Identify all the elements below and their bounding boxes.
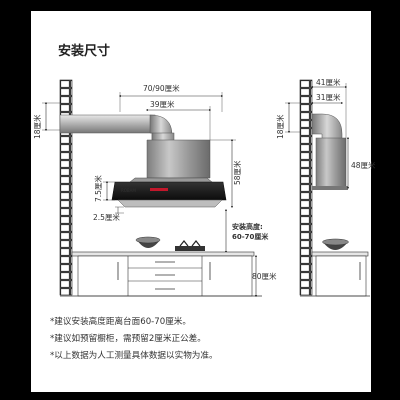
burner-flame-grate [179, 240, 201, 247]
dim-width-inner-label: 39厘米 [150, 99, 175, 109]
stove-burners [175, 246, 205, 251]
note-item: *以上数据为人工测量具体数据以实物为准。 [50, 351, 218, 361]
side-wok-rim [322, 238, 349, 246]
dim-side-inner-label: 31厘米 [316, 92, 341, 102]
side-countertop [311, 251, 369, 257]
dim-side-hood-label: 48厘米 [351, 160, 376, 170]
wok-rim [135, 236, 161, 244]
dim-panel-depth-label: 2.5厘米 [93, 212, 120, 222]
note-item: *建议如预留橱柜，需预留2厘米正公差。 [50, 334, 206, 344]
install-height-label-1: 安装高度: [232, 222, 263, 231]
page-title: 安装尺寸 [58, 44, 111, 59]
dim-side-height-label: 18厘米 [275, 114, 285, 139]
left-brick-wall [59, 79, 73, 296]
side-brick-wall [299, 79, 313, 296]
ceiling-duct-horizontal [59, 114, 156, 134]
side-cabinet [315, 255, 367, 297]
dim-counter-height-label: 80厘米 [252, 271, 277, 281]
notes-list: *建议安装高度距离台面60-70厘米。 *建议如预留橱柜，需预留2厘米正公差。 … [50, 314, 370, 365]
side-hood-body [312, 186, 348, 190]
side-hood-chimney [315, 137, 347, 189]
dim-front-height-label: 18厘米 [32, 114, 42, 139]
hood-bottom-plate [117, 199, 223, 208]
dim-panel-height-label: 7.5厘米 [93, 175, 103, 202]
note-item: *建议安装高度距离台面60-70厘米。 [50, 317, 191, 327]
dim-hood-height-label: 58厘米 [232, 160, 242, 185]
hood-brand-logo: ROBAM [121, 188, 136, 193]
hood-display-indicator [150, 188, 168, 191]
countertop [71, 251, 255, 257]
dim-side-top-label: 41厘米 [316, 77, 341, 87]
hood-chimney [146, 139, 211, 179]
dim-width-outer-label: 70/90厘米 [143, 83, 180, 93]
install-height-label-2: 60-70厘米 [232, 232, 269, 241]
hood-glass-panel [111, 181, 227, 201]
